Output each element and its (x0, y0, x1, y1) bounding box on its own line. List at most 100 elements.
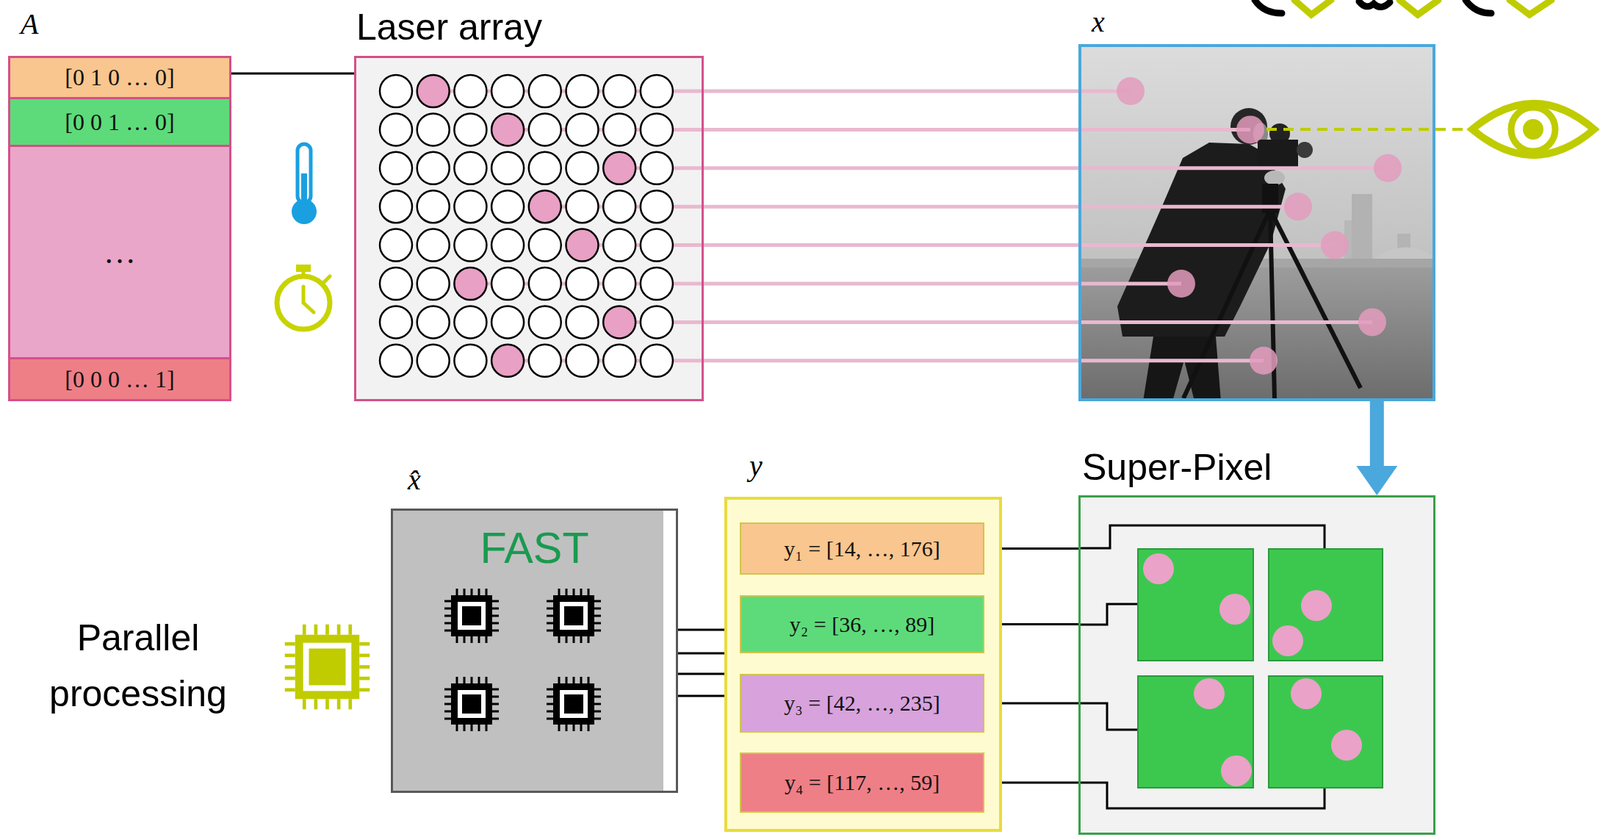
laser-emitter (528, 152, 562, 185)
laser-emitter (640, 305, 673, 338)
observer-eye (1472, 103, 1595, 156)
laser-emitter (566, 267, 599, 300)
laser-emitter (603, 344, 636, 377)
super-pixel-wires (1078, 525, 1325, 549)
pixel-spots (1301, 589, 1332, 621)
box-heading: y (749, 448, 763, 483)
laser-emitter (528, 229, 562, 262)
signal-wire (678, 695, 725, 697)
laser-beam (582, 243, 1336, 247)
measurement-row: y₃ = [42, …, 235] (739, 673, 985, 733)
laser-emitter (491, 344, 524, 377)
matrix-row: [0 0 1 … 0] (10, 96, 230, 145)
laser-emitter (640, 190, 673, 223)
laser-emitter (417, 305, 450, 338)
cameraman-image (1351, 193, 1373, 268)
cameraman-image (1230, 107, 1268, 145)
laser-emitter (417, 344, 450, 377)
pixel-squares (1137, 548, 1383, 788)
laser-array-box: Laser array (354, 55, 704, 402)
laser-emitter (566, 74, 599, 108)
laser-emitter (640, 113, 673, 146)
laser-emitter (528, 190, 562, 223)
image-box: x (1078, 44, 1436, 402)
laser-spot (1373, 154, 1402, 183)
stopwatch-icon (323, 276, 330, 283)
laser-beam (619, 320, 1373, 324)
laser-spot (1358, 307, 1387, 336)
pixel-squares (1137, 675, 1254, 788)
signal-wire (678, 673, 725, 675)
super-pixel-wires (1078, 603, 1138, 625)
laser-emitter (379, 74, 413, 108)
laser-emitter (566, 113, 599, 146)
box-heading: Laser array (356, 5, 543, 49)
cameraman-image (1078, 44, 1436, 402)
laser-emitter (491, 113, 524, 146)
super-pixel-box: Super-Pixel (1078, 495, 1436, 835)
laser-emitter (417, 113, 450, 146)
pixel-spots (1290, 678, 1322, 709)
laser-emitter (528, 267, 562, 300)
signal-wire (678, 628, 725, 632)
box-heading: A (20, 6, 39, 42)
laser-emitter (603, 229, 636, 262)
laser-emitter (566, 229, 599, 262)
laser-emitter (491, 305, 524, 338)
chip-icon (444, 588, 499, 643)
cameraman-image (1296, 141, 1313, 158)
cameraman-image (1117, 142, 1286, 337)
matrix-row: [0 1 0 … 0] (10, 58, 230, 97)
laser-emitter (603, 152, 636, 185)
box-text: y₃ = [42, …, 235] (783, 690, 940, 716)
pixel-spots (1219, 593, 1251, 625)
laser-emitter (379, 113, 413, 146)
box-text: [0 1 0 … 0] (64, 63, 175, 92)
pixel-spots (1193, 678, 1225, 709)
signal-wire (231, 72, 355, 75)
laser-emitter (379, 305, 413, 338)
signal-wire (231, 73, 355, 75)
laser-spot (1320, 231, 1349, 260)
laser-emitter (417, 152, 450, 185)
laser-emitter (603, 74, 636, 108)
processor-box: x̂FAST (390, 508, 679, 793)
laser-emitter (417, 190, 450, 223)
pixel-spots (1220, 755, 1252, 787)
laser-emitter (379, 344, 413, 377)
matrix-row: [0 0 0 … 1] (10, 357, 230, 399)
measurement-row: y₂ = [36, …, 89] (739, 595, 985, 654)
signal-wire (678, 672, 725, 676)
partial-icons (1254, 0, 1282, 14)
laser-beams (379, 74, 1402, 377)
laser-emitter (453, 267, 487, 300)
pixel-spots (1331, 729, 1362, 761)
stopwatch-icon (301, 286, 306, 303)
laser-emitter (566, 305, 599, 338)
flow-arrow (1356, 401, 1398, 496)
laser-emitter (528, 113, 562, 146)
laser-emitter (453, 152, 487, 185)
pixel-spots (1272, 625, 1304, 657)
laser-emitter (453, 74, 487, 108)
laser-emitter (417, 267, 450, 300)
laser-emitter (417, 74, 450, 108)
laser-emitter (566, 344, 599, 377)
laser-emitter (379, 267, 413, 300)
box-text: y₁ = [14, …, 176] (783, 536, 940, 562)
laser-emitter (491, 152, 524, 185)
matrix-ellipsis: … (10, 144, 230, 358)
laser-emitter (566, 190, 599, 223)
thermometer-icon (291, 143, 317, 225)
signal-wire (678, 652, 725, 655)
partial-icons (1254, 0, 1552, 15)
laser-emitter (453, 113, 487, 146)
laser-emitter (603, 113, 636, 146)
laser-emitter (566, 152, 599, 185)
observer-eye (1511, 107, 1556, 152)
laser-emitter (640, 74, 673, 108)
laser-spot (1284, 192, 1313, 221)
box-text: [0 0 1 … 0] (64, 108, 175, 136)
laser-spot (1236, 115, 1265, 144)
laser-emitter (640, 344, 673, 377)
